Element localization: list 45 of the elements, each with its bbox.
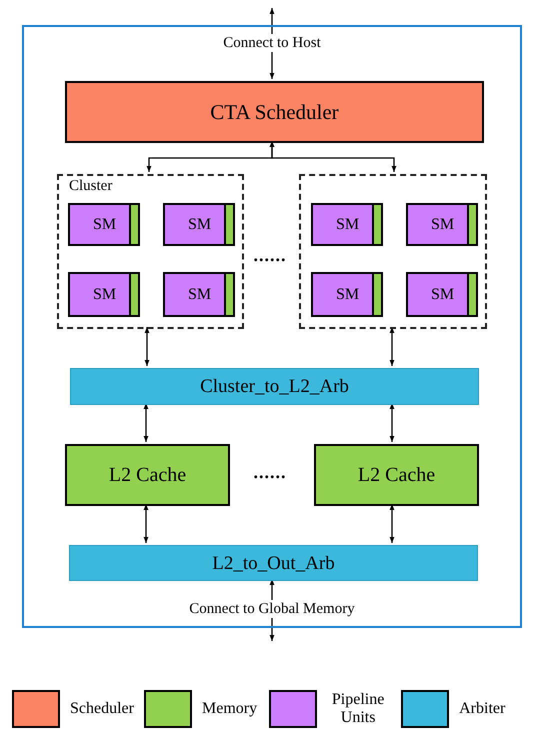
node-label: CTA Scheduler bbox=[210, 102, 339, 122]
legend-label: Scheduler bbox=[70, 700, 132, 718]
arrow bbox=[390, 327, 394, 366]
arrow bbox=[144, 327, 150, 366]
node-label: SM bbox=[92, 286, 116, 302]
node-label: Cluster_to_L2_Arb bbox=[200, 377, 349, 396]
ellipsis: ...... bbox=[254, 463, 286, 481]
node-label: SM bbox=[335, 286, 360, 302]
sm-box bbox=[163, 203, 235, 246]
arbiter-bar bbox=[69, 545, 478, 581]
edge-label: Connect to Host bbox=[221, 34, 323, 52]
sm-box bbox=[311, 272, 383, 317]
sm-box bbox=[163, 272, 235, 317]
node-label: SM bbox=[430, 286, 454, 302]
node-label: L2 Cache bbox=[358, 465, 436, 485]
sm-box bbox=[68, 272, 140, 317]
arrow bbox=[144, 504, 148, 543]
node-label: SM bbox=[187, 216, 212, 232]
cluster-box bbox=[299, 174, 487, 329]
legend-label: Arbiter bbox=[459, 700, 506, 718]
cluster-title: Cluster bbox=[69, 179, 112, 194]
cache-box bbox=[314, 444, 479, 506]
node-label: SM bbox=[430, 216, 454, 232]
arrow bbox=[144, 403, 148, 442]
cache-box bbox=[65, 444, 230, 506]
sm-box bbox=[311, 203, 383, 246]
arbiter-bar bbox=[70, 368, 479, 405]
arrow bbox=[270, 141, 396, 172]
arrow bbox=[390, 403, 394, 442]
arrow bbox=[390, 504, 394, 543]
scheduler-box bbox=[65, 81, 484, 143]
ellipsis: ...... bbox=[254, 246, 286, 264]
node-label: L2_to_Out_Arb bbox=[212, 554, 335, 572]
node-label: L2 Cache bbox=[108, 465, 186, 485]
sm-box bbox=[406, 203, 478, 246]
sm-box bbox=[406, 272, 478, 317]
legend-label: Memory bbox=[202, 700, 258, 718]
node-label: SM bbox=[335, 216, 360, 232]
legend-label: Pipeline Units bbox=[330, 691, 386, 727]
sm-box bbox=[68, 203, 140, 246]
node-label: SM bbox=[187, 286, 212, 302]
cluster-box bbox=[57, 174, 244, 329]
gpu-frame bbox=[22, 25, 522, 628]
edge-label: Connect to Global Memory bbox=[187, 600, 357, 618]
node-label: SM bbox=[92, 216, 116, 232]
